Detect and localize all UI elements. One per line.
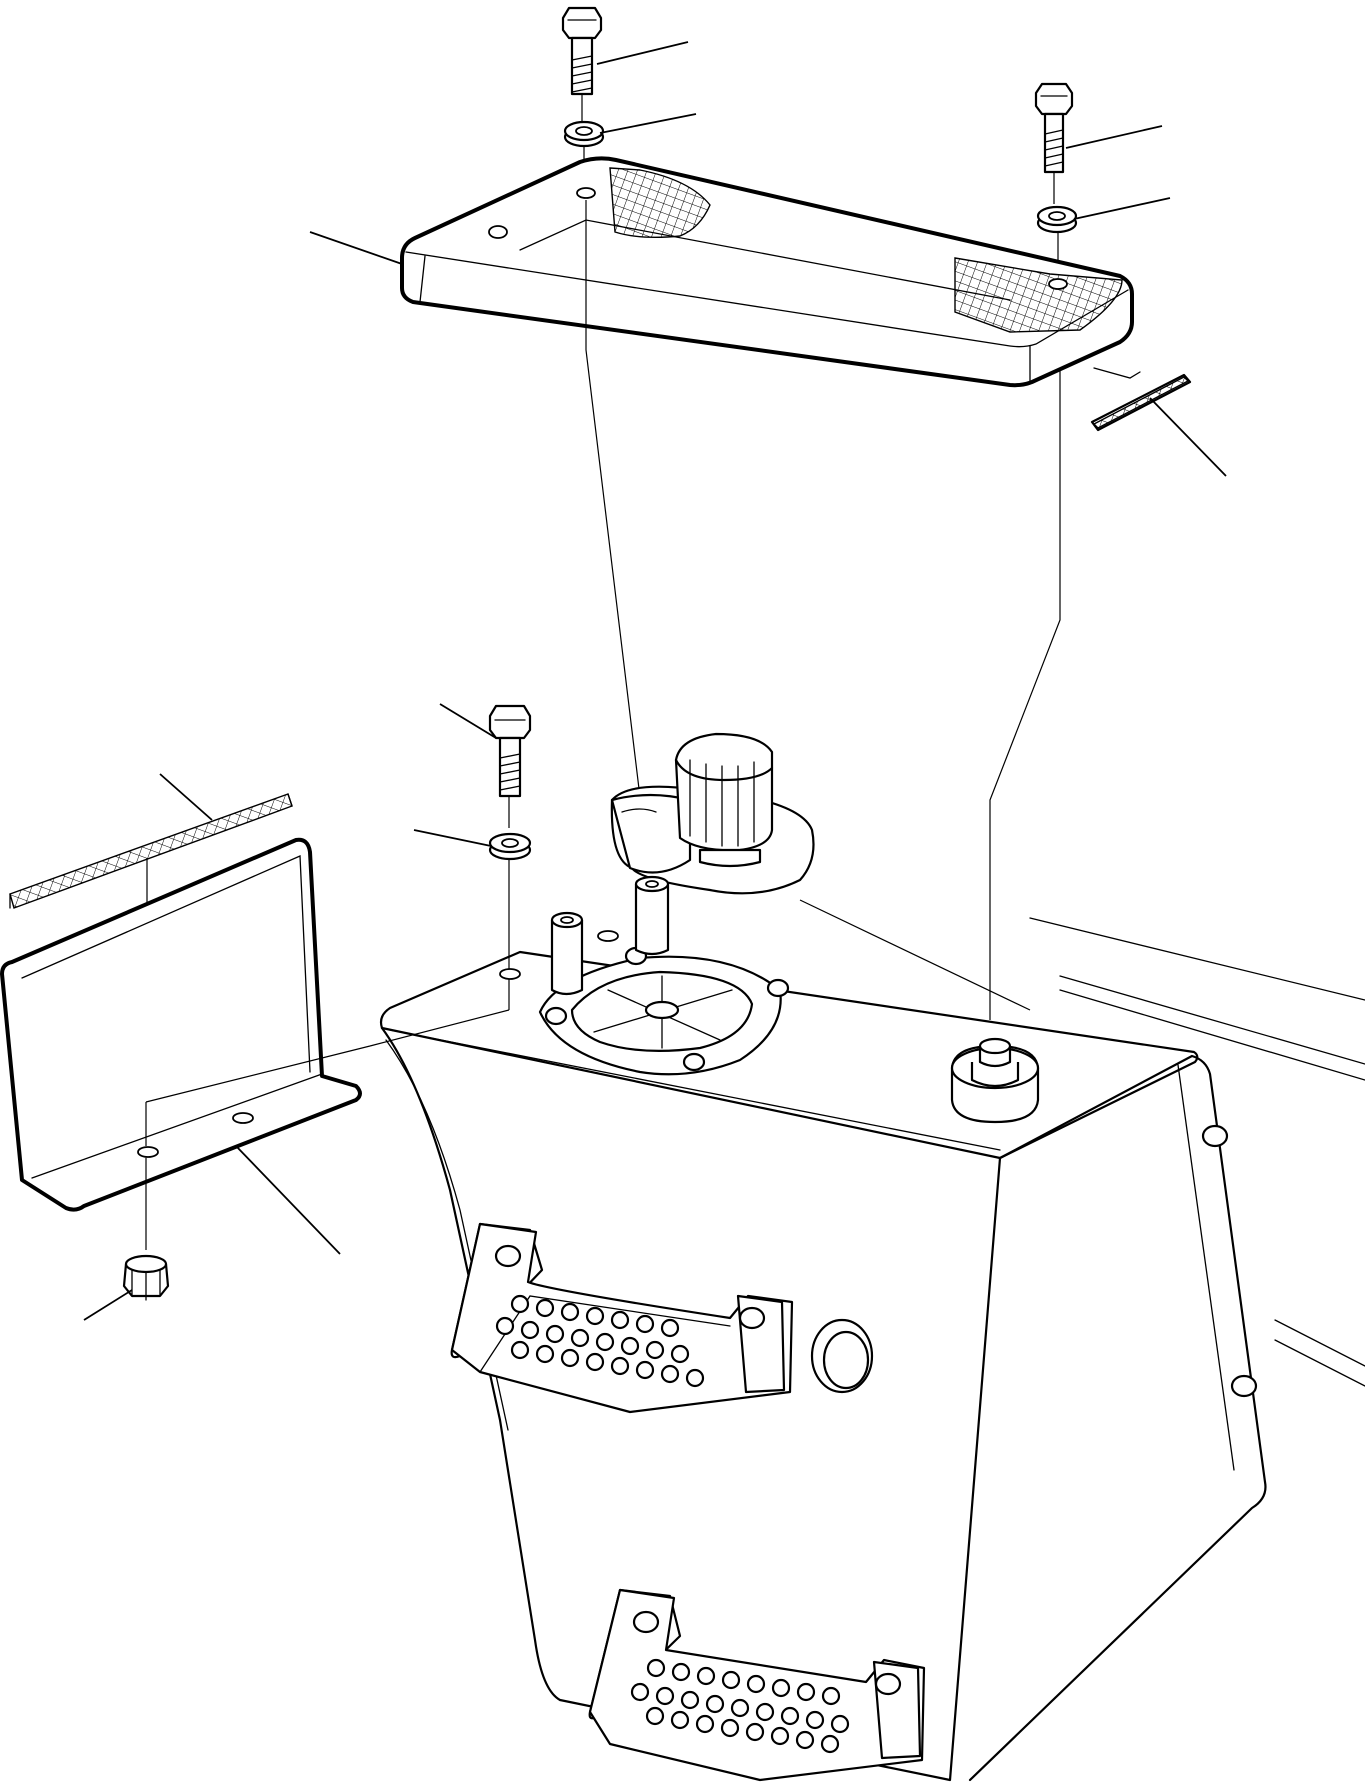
- top-right-bolt: [1034, 82, 1074, 174]
- filler-flange: [538, 946, 790, 1076]
- top-step-plate: [400, 156, 1134, 388]
- anti-slip-mesh-left: [609, 167, 711, 239]
- upper-step-dimples: [495, 1294, 705, 1388]
- middle-washer: [488, 832, 532, 861]
- filter-cap: [610, 732, 815, 895]
- sight-gauge: [810, 1318, 874, 1394]
- leader-left-nut: [83, 1289, 133, 1321]
- leader-left-bracket: [235, 1145, 341, 1255]
- leader-right-strip: [1149, 397, 1227, 477]
- leader-top-left-bolt: [596, 41, 689, 65]
- top-left-washer: [563, 120, 605, 148]
- leader-top-right-washer: [1073, 197, 1171, 220]
- leader-middle-bolt: [439, 703, 497, 739]
- leader-left-strip: [159, 773, 213, 821]
- right-rubber-strip: [1090, 367, 1192, 432]
- top-right-washer: [1036, 205, 1078, 234]
- left-angle-bracket: [0, 837, 362, 1212]
- anti-slip-mesh-right: [954, 257, 1123, 333]
- upper-step: [450, 1222, 794, 1414]
- leader-top-right-bolt: [1065, 125, 1163, 149]
- drain-plug: [950, 1037, 1040, 1124]
- leader-middle-washer: [413, 829, 492, 847]
- left-rubber-strip: [9, 793, 293, 909]
- lower-step-dimples: [630, 1658, 850, 1754]
- top-left-bolt: [561, 6, 603, 96]
- lower-step: [588, 1588, 926, 1782]
- left-nut: [122, 1254, 170, 1301]
- leader-lines: [83, 41, 1227, 1321]
- tank-posts: [499, 875, 670, 996]
- middle-bolt: [488, 704, 532, 798]
- hydraulic-tank: [379, 917, 1365, 1782]
- leader-top-plate: [309, 231, 403, 265]
- leader-top-left-washer: [599, 113, 697, 134]
